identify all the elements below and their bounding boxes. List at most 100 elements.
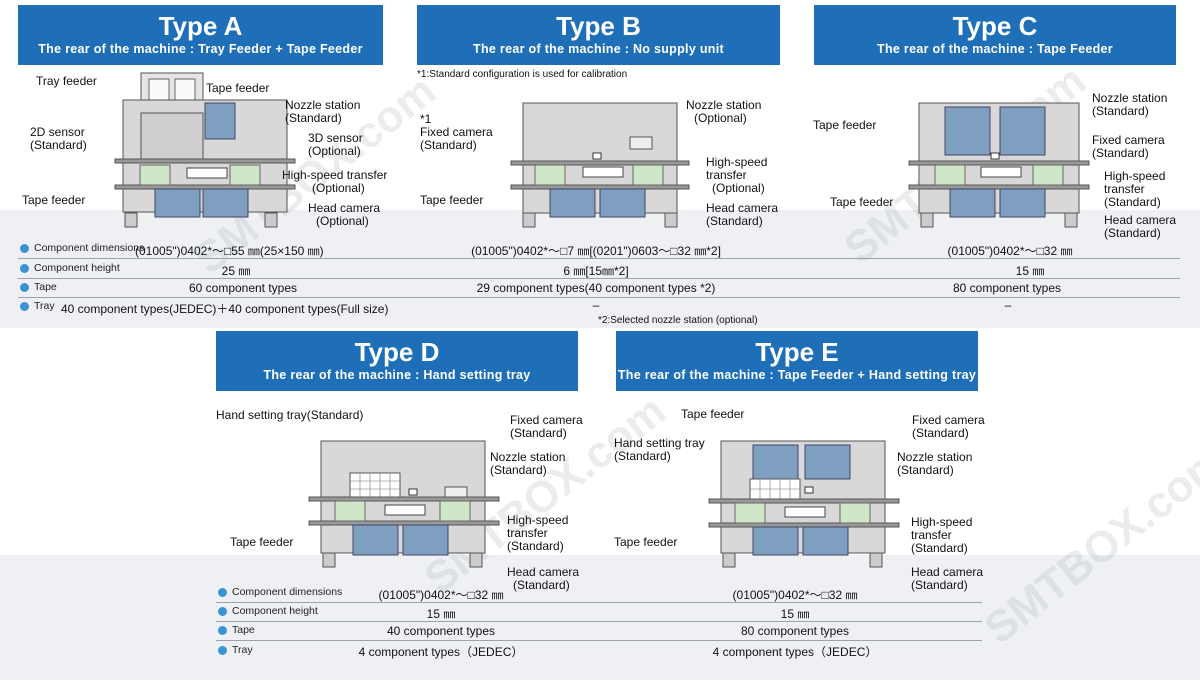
label-line: (Optional) [694,111,747,125]
label-3d-sensor: 3D sensor (Optional) [308,132,363,158]
spec-b-height: 6 ㎜[15㎜*2] [563,264,629,278]
label-line: (Standard) [911,578,968,592]
label-line: (Standard) [706,214,763,228]
table-divider [18,258,1180,259]
label-line: Fixed camera [420,125,493,139]
label-line: (Standard) [507,539,564,553]
bullet-icon [20,243,29,253]
machine-diagram-d [308,440,500,568]
label-nozzle-station: Nozzle station (Standard) [490,451,565,477]
table-divider [216,621,982,622]
label-high-speed-transfer: High-speed transfer (Standard) [1104,170,1165,209]
spec-band-top [0,210,1200,328]
label-line: (Standard) [614,449,671,463]
spec-c-height: 15 ㎜ [1015,264,1045,278]
type-a-title: Type A [158,11,243,41]
label-tape-feeder-top: Tape feeder [206,81,270,95]
type-c-header: Type C The rear of the machine : Tape Fe… [814,5,1176,65]
label-text: Component height [232,605,318,617]
label-line: transfer [507,526,548,540]
label-line: (Standard) [510,426,567,440]
spec-e-dims: (01005")0402*～□32 ㎜ [732,588,858,602]
label-line: Nozzle station [897,450,973,464]
label-line: High-speed [706,155,768,169]
spec-a-height: 25 ㎜ [221,264,251,278]
type-e-header: Type E The rear of the machine : Tape Fe… [616,331,978,391]
label-line: Fixed camera [510,413,583,427]
label-line: High-speed [507,513,569,527]
spec-row-label-height: Component height [218,605,318,617]
machine-diagram-e [708,440,900,568]
label-line: (Standard) [912,426,969,440]
type-a-header: Type A The rear of the machine : Tray Fe… [18,5,383,65]
label-line: Fixed camera [912,413,985,427]
label-line: High-speed [911,515,973,529]
label-line: (Standard) [285,111,342,125]
spec-e-tape: 80 component types [740,624,850,638]
label-line: Head camera [706,201,779,215]
label-head-camera: Head camera (Standard) [507,566,579,592]
table-divider [18,297,1180,298]
label-line: (Optional) [308,144,361,158]
bullet-icon [218,587,227,597]
label-fixed-camera: Fixed camera (Standard) [912,414,985,440]
label-hand-setting-tray: Hand setting tray (Standard) [614,437,705,463]
spec-b-dims: (01005")0402*～□7 ㎜[(0201")0603～□32 ㎜*2] [471,244,721,258]
label-line: 3D sensor [308,131,363,145]
spec-row-label-dims: Component dimensions [20,242,144,254]
spec-a-tray: 40 component types(JEDEC)＋40 component t… [61,302,389,316]
label-line: Head camera [507,565,580,579]
spec-e-height: 15 ㎜ [780,607,810,621]
machine-diagram-b [510,102,690,228]
spec-row-label-dims: Component dimensions [218,586,342,598]
type-d-header: Type D The rear of the machine : Hand se… [216,331,578,391]
label-high-speed-transfer: High-speed transfer (Standard) [911,516,972,555]
label-line: Head camera [911,565,984,579]
label-tape-feeder: Tape feeder [614,535,678,549]
nozzle-note: *2:Selected nozzle station (optional) [598,315,758,326]
label-line: Head camera [308,201,381,215]
spec-d-tape: 40 component types [386,624,496,638]
label-line: 2D sensor [30,125,85,139]
bullet-icon [218,625,227,635]
label-fixed-camera: Fixed camera (Standard) [1092,134,1165,160]
label-high-speed-transfer: High-speed transfer (Standard) [507,514,568,553]
spec-a-tape: 60 component types [188,281,298,295]
label-hand-setting-tray: Hand setting tray(Standard) [216,408,364,422]
label-line: (Standard) [30,138,87,152]
type-b-title: Type B [556,11,641,41]
type-d-subtitle: The rear of the machine : Hand setting t… [263,368,531,382]
type-a-subtitle: The rear of the machine : Tray Feeder + … [38,42,363,56]
bullet-icon [218,606,227,616]
label-tape-feeder: Tape feeder [830,195,894,209]
label-line: transfer [911,528,952,542]
label-line: Head camera [1104,213,1177,227]
label-text: Component height [34,262,120,274]
label-text: Tape [232,624,255,636]
label-text: Tray [232,644,253,656]
bullet-icon [20,263,29,273]
label-line: (Standard) [513,578,570,592]
type-b-header: Type B The rear of the machine : No supp… [417,5,780,65]
label-line: (Optional) [312,181,365,195]
label-tape-feeder: Tape feeder [420,193,484,207]
spec-row-label-tape: Tape [20,281,57,293]
spec-c-tape: 80 component types [952,281,1062,295]
label-line: (Optional) [316,214,369,228]
label-line: transfer [706,168,747,182]
bullet-icon [20,282,29,292]
label-head-camera: Head camera (Standard) [706,202,778,228]
spec-row-label-tray: Tray [218,644,253,656]
spec-row-label-tape: Tape [218,624,255,636]
label-text: Component dimensions [232,586,343,598]
spec-b-tray: – [592,298,600,312]
label-line: (Standard) [911,541,968,555]
label-line: High-speed transfer [282,168,388,182]
label-text: Component dimensions [34,242,145,254]
table-divider [216,640,982,641]
spec-band-bottom [0,555,1200,680]
bullet-icon [20,301,29,311]
label-fixed-camera: Fixed camera (Standard) [510,414,583,440]
machine-diagram-a [114,72,296,228]
label-tape-feeder: Tape feeder [230,535,294,549]
